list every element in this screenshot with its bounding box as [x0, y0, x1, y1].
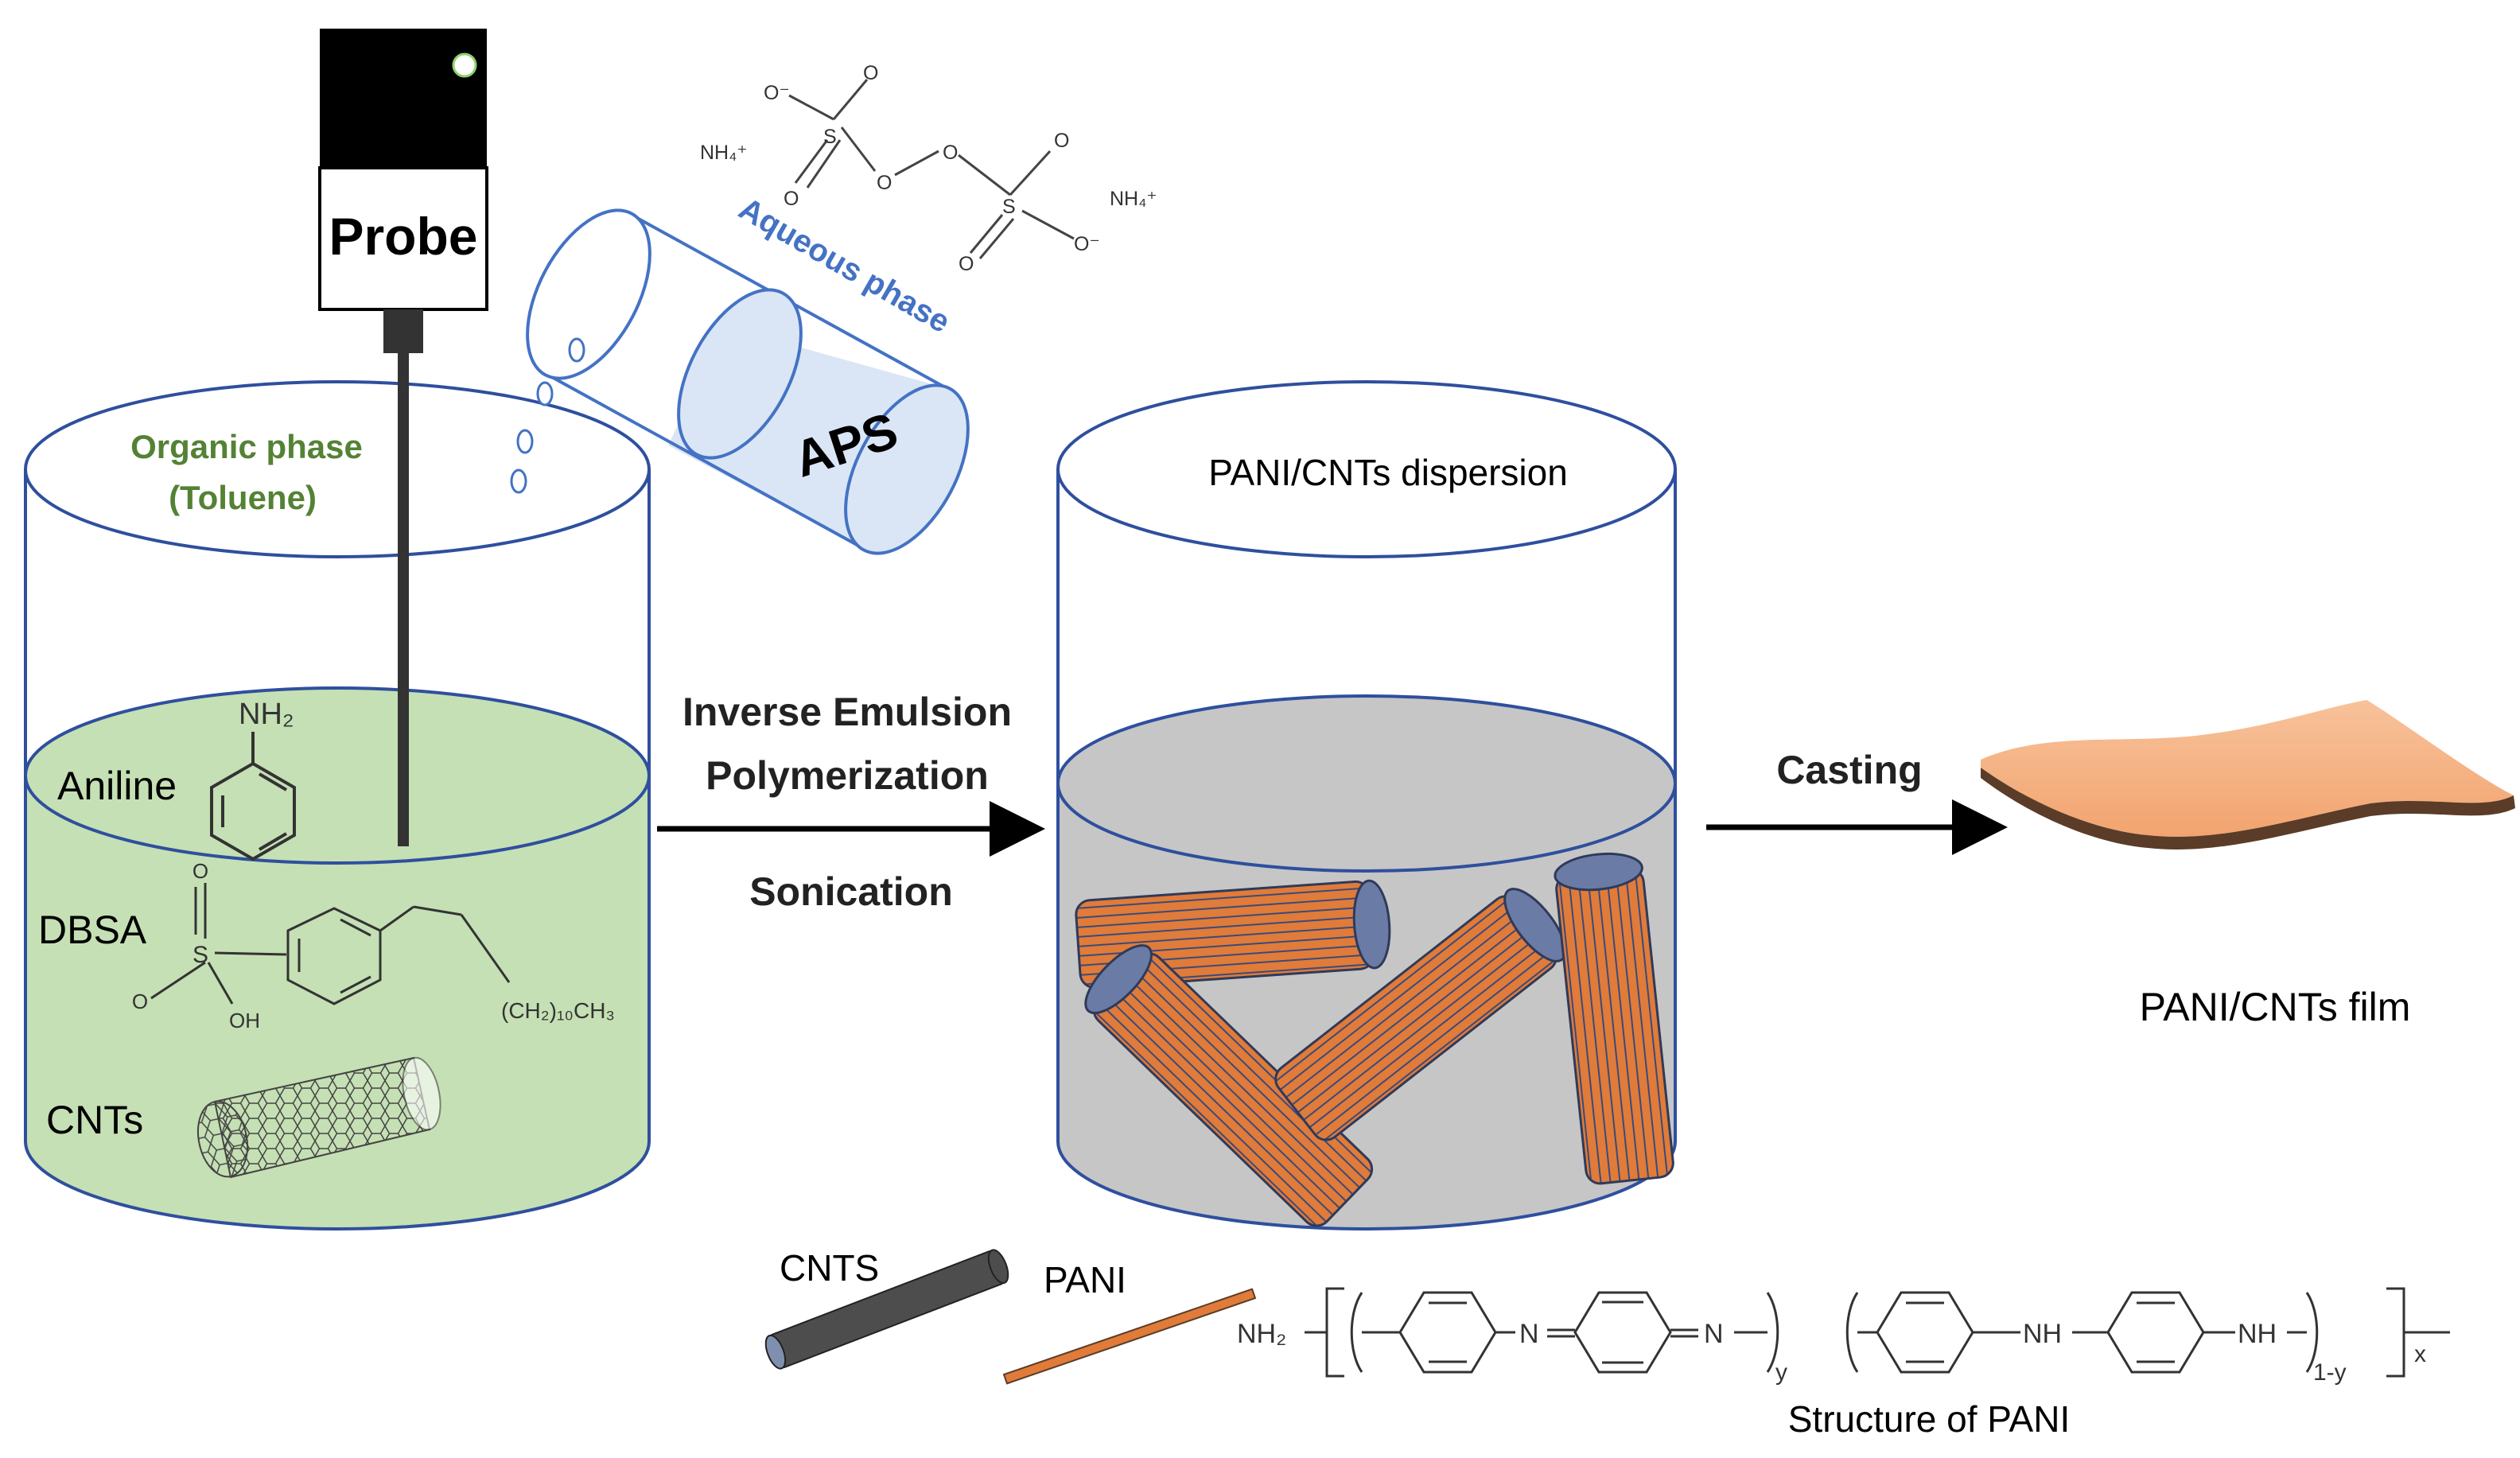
dbsa-label: DBSA: [38, 908, 147, 952]
dbsa-o-top: O: [192, 859, 208, 883]
pani-end-group: NH₂: [1237, 1319, 1286, 1349]
cnts-label: CNTs: [46, 1098, 143, 1142]
legend-pani-label: PANI: [1044, 1259, 1126, 1301]
aniline-nh2: NH₂: [239, 698, 294, 731]
aps-formula: [788, 79, 1075, 259]
aniline-structure: [210, 732, 296, 861]
aps-nh4-2: NH₄⁺: [1110, 188, 1157, 210]
legend-pani-rod: [1002, 1288, 1257, 1385]
aps-o-3: O: [877, 172, 892, 194]
step1-line1: Inverse Emulsion: [682, 690, 1012, 734]
aps-o-minus-2: O⁻: [1074, 233, 1100, 255]
aps-s-1: S: [823, 126, 837, 148]
step1-line3: Sonication: [749, 869, 953, 914]
dbsa-oh: OH: [229, 1009, 260, 1032]
dispersion-label: PANI/CNTs dispersion: [1208, 452, 1568, 493]
pani-structure: [1305, 1287, 2450, 1378]
film-label: PANI/CNTs film: [2140, 985, 2411, 1029]
cnt-hex-tube: [197, 1056, 441, 1179]
aps-cylinder: [526, 208, 970, 555]
pani-n1: N: [1519, 1319, 1539, 1349]
aps-o-5: O: [1054, 130, 1069, 152]
pani-sub-1y: 1-y: [2313, 1359, 2347, 1386]
pani-structure-caption: Structure of PANI: [1788, 1398, 2071, 1440]
pani-nh2: NH: [2238, 1319, 2277, 1349]
aps-o-4: O: [943, 142, 958, 164]
pani-cnt-rod-4: [1554, 852, 1674, 1185]
pani-n2: N: [1704, 1319, 1724, 1349]
aps-o-6: O: [959, 253, 974, 275]
pani-cnt-rod-3: [1274, 888, 1567, 1141]
dbsa-o-left: O: [132, 989, 148, 1013]
aps-o-minus-1: O⁻: [764, 82, 790, 104]
droplets: [510, 337, 585, 494]
solvent-label: (Toluene): [169, 479, 317, 516]
probe-label: Probe: [329, 207, 477, 266]
pani-sub-y: y: [1775, 1359, 1787, 1386]
aps-nh4-1: NH₄⁺: [700, 142, 748, 164]
dbsa-tail: (CH₂)₁₀CH₃: [501, 998, 615, 1023]
dbsa-structure: [150, 883, 511, 1005]
pani-cnt-rod-2: [1084, 944, 1374, 1227]
pani-sub-x: x: [2414, 1341, 2426, 1367]
aps-o-1: O: [863, 62, 878, 84]
pani-nh1: NH: [2023, 1319, 2062, 1349]
aps-o-2: O: [784, 188, 799, 210]
step1-line2: Polymerization: [706, 753, 989, 798]
legend-cnts-label: CNTS: [780, 1247, 879, 1289]
probe: Probe: [318, 29, 488, 846]
organic-phase-label: Organic phase: [130, 428, 363, 465]
legend-cnt-rod: [764, 1249, 1009, 1370]
pani-cnt-film: [1981, 700, 2515, 850]
aniline-label: Aniline: [57, 764, 177, 808]
dbsa-s: S: [192, 942, 208, 968]
casting-label: Casting: [1776, 748, 1922, 792]
aps-s-2: S: [1002, 196, 1016, 218]
